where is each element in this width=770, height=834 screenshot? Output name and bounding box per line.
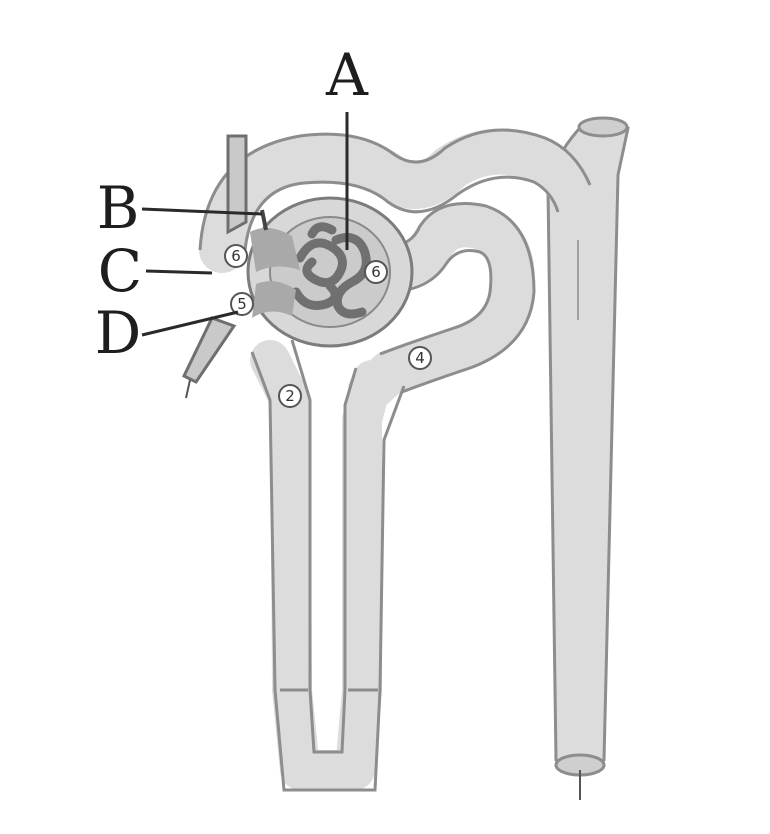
label-a: A	[325, 41, 369, 109]
collecting-duct	[548, 118, 628, 800]
svg-text:5: 5	[237, 295, 247, 313]
marker-4: 2	[279, 385, 301, 407]
leader-c	[146, 271, 212, 273]
marker-5: 4	[409, 347, 431, 369]
svg-text:6: 6	[231, 247, 241, 265]
svg-text:4: 4	[415, 349, 425, 367]
label-c: C	[98, 237, 142, 305]
svg-text:6: 6	[371, 263, 381, 281]
marker-1: 6	[225, 245, 247, 267]
label-b: B	[97, 174, 140, 242]
marker-2: 6	[365, 261, 387, 283]
loop-of-henle	[252, 340, 404, 790]
label-d: D	[95, 299, 142, 367]
svg-text:2: 2	[285, 387, 295, 405]
